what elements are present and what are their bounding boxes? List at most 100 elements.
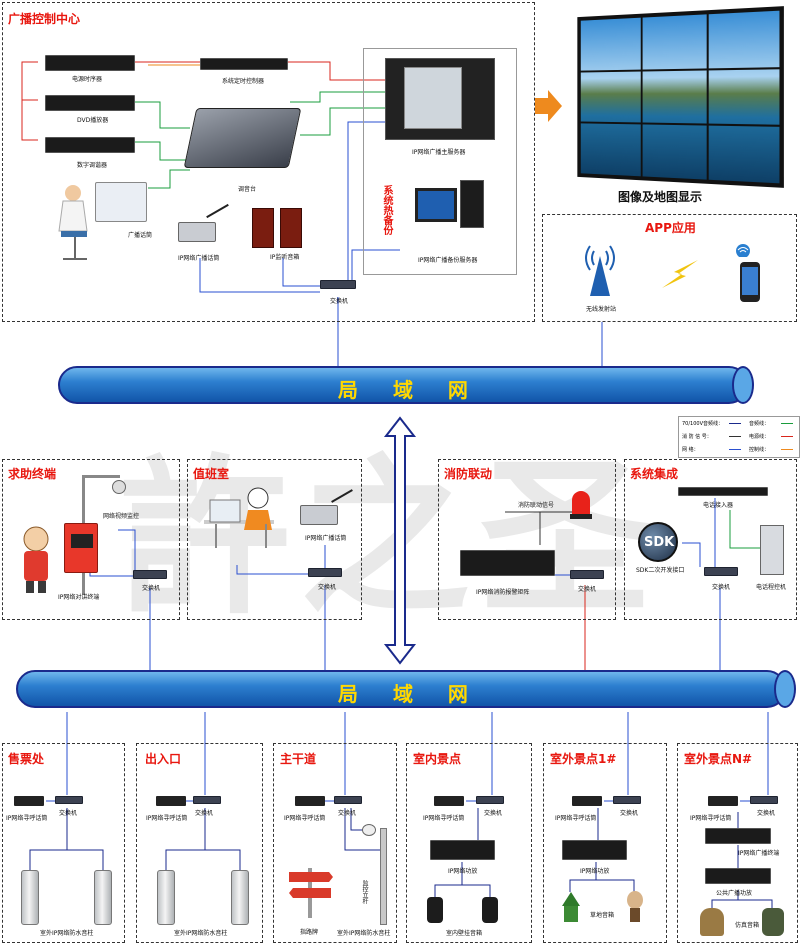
legend-swatch-control xyxy=(781,449,793,450)
sos-switch-label: 交换机 xyxy=(142,585,161,592)
broadcast-center-panel xyxy=(2,2,535,322)
zone-outdoorN-amp xyxy=(705,868,771,884)
hot-backup-label: 系统热备份 xyxy=(381,185,392,235)
zone-indoor-amp-label: IP网络功放 xyxy=(448,868,478,875)
zone-indoor-amp xyxy=(430,840,495,860)
center-switch-device xyxy=(320,280,356,289)
fire-switch-device xyxy=(570,570,604,579)
zone-ticket-switch xyxy=(55,796,83,804)
lan-pipe-top-cap xyxy=(732,366,754,404)
phone-exchange-device xyxy=(760,525,784,575)
zone-mainroad-switch-label: 交换机 xyxy=(338,810,357,817)
tuner-device xyxy=(45,137,135,153)
zone-ticket-panel xyxy=(2,743,125,943)
zone-outdoorN-switch-label: 交换机 xyxy=(757,810,776,817)
duty-operator-icon xyxy=(200,482,280,552)
zone-indoor-speaker-left xyxy=(427,897,443,923)
zone-outdoor1-switch-label: 交换机 xyxy=(620,810,639,817)
zone-outdoor1-mic xyxy=(572,796,602,806)
legend-swatch-power xyxy=(781,436,793,437)
app-title: APP应用 xyxy=(645,221,696,235)
zone-ticket-switch-label: 交换机 xyxy=(59,810,78,817)
camera-arm xyxy=(82,475,120,478)
smartphone-icon xyxy=(740,262,760,302)
zone-entrance-mic-label: IP网络寻呼话筒 xyxy=(146,815,188,822)
fire-title: 消防联动 xyxy=(444,467,493,481)
monitor-speaker-label: IP监听音箱 xyxy=(270,254,300,261)
zone-outdoorN-amp-label: 公共广播功放 xyxy=(716,890,753,897)
lan-pipe-bottom-cap xyxy=(774,670,796,708)
zone-mainroad-title: 主干道 xyxy=(280,752,317,766)
backup-server-monitor xyxy=(415,188,457,222)
zone-entrance-switch xyxy=(193,796,221,804)
zone-indoor-switch-label: 交换机 xyxy=(484,810,503,817)
duty-mic-label: IP网络广播话筒 xyxy=(305,535,347,542)
zone-mainroad-switch xyxy=(334,796,362,804)
lan-pipe-top xyxy=(58,366,748,404)
video-wall-caption: 图像及地图显示 xyxy=(618,190,703,204)
duty-panel xyxy=(187,459,362,620)
zone-indoor-speaker-right xyxy=(482,897,498,923)
power-sequencer-device xyxy=(45,55,135,71)
legend-label-audio-70v: 70/100V音频线： xyxy=(682,421,724,427)
monitor-speaker-right xyxy=(280,208,302,248)
integration-title: 系统集成 xyxy=(630,467,679,481)
ip-mic-label: IP网络广播话筒 xyxy=(178,255,220,262)
sdk-logo: SDK xyxy=(638,522,678,562)
zone-outdoorN-panel xyxy=(677,743,798,943)
lan-label-top: 局 域 网 xyxy=(338,378,482,402)
zone-indoor-title: 室内景点 xyxy=(413,752,462,766)
legend-swatch-audio-70v xyxy=(729,423,741,424)
zone-outdoorN-switch xyxy=(750,796,778,804)
wifi-icon xyxy=(735,242,751,258)
zone-mainroad-mic-label: IP网络寻呼话筒 xyxy=(284,815,326,822)
legend-label-power: 电源线： xyxy=(749,434,770,440)
tuner-label: 数字调谐器 xyxy=(77,162,108,169)
server-room-panel xyxy=(363,48,517,275)
zone-outdoor1-speaker-left xyxy=(560,890,582,924)
watermark: 許之圣 xyxy=(120,438,661,638)
fire-switch-label: 交换机 xyxy=(578,586,597,593)
zone-outdoorN-title: 室外景点N# xyxy=(684,752,753,766)
integration-switch-label: 交换机 xyxy=(712,584,731,591)
phone-gateway-device xyxy=(678,487,768,496)
sos-switch-device xyxy=(133,570,167,579)
zone-entrance-title: 出入口 xyxy=(145,752,182,766)
camera-pole-shaft xyxy=(380,828,387,925)
zone-outdoorN-terminal-label: IP网络广播终端 xyxy=(738,850,780,857)
lan-label-bottom: 局 域 网 xyxy=(338,682,482,706)
zone-ticket-mic xyxy=(14,796,44,806)
zone-indoor-switch xyxy=(476,796,504,804)
zone-ticket-speaker-label: 室外IP网络防水音柱 xyxy=(40,930,94,937)
fire-matrix-label: IP网络消防报警矩阵 xyxy=(476,589,530,596)
power-sequencer-label: 电源时序器 xyxy=(72,76,103,83)
cartoon-person-icon xyxy=(16,525,56,595)
timer-controller-label: 系统定时控制器 xyxy=(222,78,265,85)
main-server-rack xyxy=(385,58,495,140)
app-panel xyxy=(542,214,797,322)
legend-label-audio: 音频线： xyxy=(749,421,770,427)
legend-label-fire: 消 防 信 号： xyxy=(682,434,712,440)
camera-icon xyxy=(112,480,126,494)
fire-matrix-device xyxy=(460,550,555,576)
integration-panel xyxy=(624,459,797,620)
duty-switch-label: 交换机 xyxy=(318,584,337,591)
operator-person-icon xyxy=(55,183,95,263)
sos-terminal-device xyxy=(64,523,98,573)
duty-switch-device xyxy=(308,568,342,577)
center-switch-label: 交换机 xyxy=(330,298,349,305)
zone-outdoor1-speaker-label: 草地音箱 xyxy=(590,912,615,919)
zone-outdoor1-panel xyxy=(543,743,667,943)
zone-outdoorN-speaker-left xyxy=(700,908,724,936)
main-server-label: IP网络广播主服务器 xyxy=(412,149,466,156)
signpost-icon xyxy=(285,862,335,920)
mainroad-camera-icon xyxy=(362,824,376,836)
zone-ticket-speaker-right xyxy=(94,870,112,925)
zone-outdoorN-terminal xyxy=(705,828,771,844)
legend-swatch-network xyxy=(729,449,741,450)
monitor-speaker-left xyxy=(252,208,274,248)
zone-outdoor1-mic-label: IP网络寻呼话筒 xyxy=(555,815,597,822)
zone-entrance-switch-label: 交换机 xyxy=(195,810,214,817)
legend-swatch-fire xyxy=(729,436,741,437)
zone-indoor-speaker-label: 室内壁挂音箱 xyxy=(446,930,483,937)
